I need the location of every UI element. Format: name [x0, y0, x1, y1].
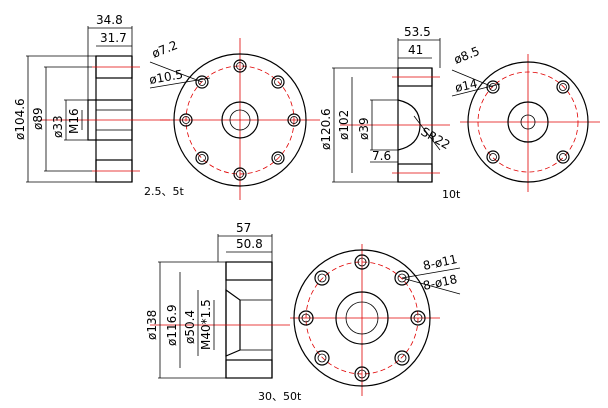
caption-capacity-3: 30、50t	[258, 390, 302, 403]
dim-holes-small: 8-ø11	[422, 252, 459, 273]
dim-flange-length: 31.7	[100, 31, 127, 45]
dim-outer-diameter: ø104.6	[13, 98, 27, 140]
flange-outer-circle	[173, 53, 307, 187]
dim-flange-length: 41	[408, 43, 423, 57]
dim-hole-dia: ø8.5	[452, 44, 482, 67]
bore-circle	[229, 109, 251, 131]
caption-capacity-1: 2.5、5t	[144, 185, 184, 198]
dim-pcd: ø89	[31, 107, 45, 130]
boss-circle	[221, 101, 259, 139]
dim-pcd: ø102	[337, 110, 351, 140]
dim-overall-length: 34.8	[96, 13, 123, 27]
dim-boss-diameter: ø50.4	[183, 310, 197, 344]
dim-thread: M40*1.5	[199, 299, 213, 350]
caption-capacity-2: 10t	[442, 188, 461, 201]
drawing1-front-view: ø7.2 ø10.5	[148, 38, 320, 200]
dim-cbore-dia: ø14	[454, 77, 479, 95]
drawing2-side-view: 53.5 41 ø120.6 ø102 ø39 7.6 SR22 10t	[319, 25, 461, 201]
dim-overall-length: 53.5	[404, 25, 431, 39]
dim-outer-diameter: ø120.6	[319, 108, 333, 150]
bolt-holes	[298, 254, 426, 382]
dim-sphere-radius: SR22	[419, 124, 453, 152]
dim-thread: M16	[67, 108, 81, 134]
dim-pcd: ø116.9	[165, 304, 179, 346]
drawing3-side-view: 57 50.8 ø138 ø116.9 ø50.4 M40*1.5 30、50t	[145, 221, 302, 403]
dim-holes-large: 8-ø18	[422, 272, 459, 293]
drawing3-front-view: 8-ø11 8-ø18	[290, 244, 461, 396]
drawing1-side-view: 34.8 31.7 ø104.6 ø89 ø33 M16 2.5、5t	[13, 13, 184, 198]
dim-boss-diameter: ø33	[51, 115, 65, 138]
dim-flange-length: 50.8	[236, 237, 263, 251]
dim-cbore-dia: ø10.5	[148, 67, 184, 87]
dim-hole-dia: ø7.2	[150, 38, 180, 61]
dim-overall-length: 57	[236, 221, 251, 235]
dim-depth: 7.6	[372, 149, 391, 163]
drawing2-front-view: ø8.5 ø14	[451, 44, 600, 192]
dim-outer-diameter: ø138	[145, 310, 159, 340]
pcd-circle	[185, 65, 295, 175]
dim-boss-diameter: ø39	[357, 117, 371, 140]
body-outline	[95, 56, 133, 182]
bolt-holes	[486, 80, 570, 164]
bolt-holes	[179, 59, 301, 181]
